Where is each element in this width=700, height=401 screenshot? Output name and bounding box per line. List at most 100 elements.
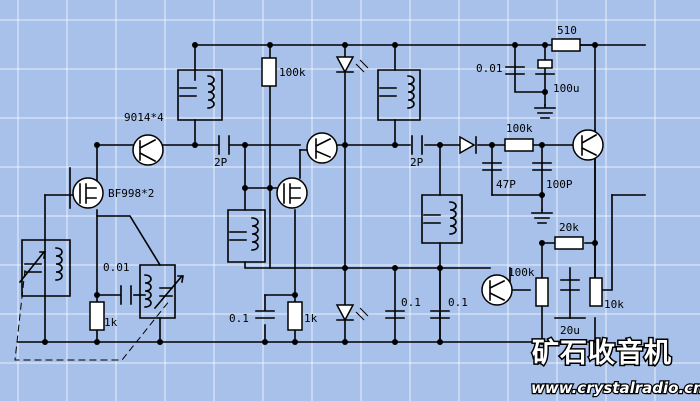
- resistor-100k-mid: [504, 138, 534, 152]
- led-bottom: [335, 304, 369, 322]
- resistor-1k-mid: [287, 301, 303, 331]
- label-2p-right: 2P: [410, 156, 424, 169]
- junction-dot: [267, 42, 273, 48]
- coil-lower-right: [423, 201, 457, 235]
- potentiometer-10k: [589, 277, 603, 307]
- label-0.1-bottom-left: 0.1: [229, 312, 249, 325]
- junction-dot: [592, 240, 598, 246]
- resistor-100k-bottom: [535, 277, 549, 307]
- capacitor-100u: [535, 59, 555, 75]
- coil-top-right: [379, 75, 415, 109]
- capacitor-47p: [482, 162, 502, 171]
- label-bf998x2: BF998*2: [108, 187, 154, 200]
- resistor-20k: [554, 236, 584, 250]
- label-1k-mid: 1k: [304, 312, 318, 325]
- diode: [459, 135, 477, 155]
- label-20k: 20k: [559, 221, 579, 234]
- coil-top-left: [179, 75, 215, 109]
- junction-dot: [242, 142, 248, 148]
- label-2p-left: 2P: [214, 156, 228, 169]
- watermark-site-name: 矿石收音机: [532, 337, 672, 369]
- label-1k-left: 1k: [104, 316, 118, 329]
- junction-dot: [392, 42, 398, 48]
- junction-dot: [94, 292, 100, 298]
- ground-symbol-mid: [531, 209, 553, 224]
- junction-dot: [342, 42, 348, 48]
- junction-dot: [192, 142, 198, 148]
- label-100k-mid: 100k: [506, 122, 533, 135]
- label-0.01-left: 0.01: [103, 261, 130, 274]
- transistor-9014-output: [572, 129, 604, 161]
- resistor-100k-top: [261, 57, 277, 87]
- junction-dot: [292, 339, 298, 345]
- mosfet-bf998-right: [276, 177, 308, 209]
- junction-dot: [539, 240, 545, 246]
- watermark: 矿石收音机 www.crystalradio.cn: [530, 336, 700, 399]
- ground-symbol-top: [534, 104, 556, 119]
- junction-dot: [94, 339, 100, 345]
- junction-dot: [192, 42, 198, 48]
- junction-dot: [342, 265, 348, 271]
- junction-dot: [242, 185, 248, 191]
- label-100p: 100P: [546, 178, 573, 191]
- junction-dot: [262, 339, 268, 345]
- junction-dot: [267, 185, 273, 191]
- junction-dot: [542, 42, 548, 48]
- label-510: 510: [557, 24, 577, 37]
- label-47p: 47P: [496, 178, 516, 191]
- junction-dot: [539, 192, 545, 198]
- capacitor-100p: [532, 162, 552, 171]
- junction-dot: [292, 292, 298, 298]
- junction-dot: [392, 339, 398, 345]
- junction-dot: [512, 42, 518, 48]
- junction-dot: [539, 339, 545, 345]
- label-20u: 20u: [560, 324, 580, 337]
- junction-dot: [342, 339, 348, 345]
- capacitor-001-left: [120, 285, 132, 305]
- junction-dot: [157, 339, 163, 345]
- junction-dot: [94, 142, 100, 148]
- capacitor-20u: [560, 279, 580, 291]
- mosfet-bf998-left: [72, 177, 104, 209]
- capacitor-2p-left: [218, 135, 230, 155]
- resistor-1k-left: [89, 301, 105, 331]
- junction-dots: [42, 42, 598, 345]
- label-100k-top: 100k: [279, 66, 306, 79]
- junction-dot: [437, 265, 443, 271]
- label-0.1-a: 0.1: [401, 296, 421, 309]
- junction-dot: [42, 339, 48, 345]
- wiring: [14, 44, 646, 361]
- capacitor-2p-right: [411, 135, 423, 155]
- label-0.01-top: 0.01: [476, 62, 503, 75]
- junction-dot: [542, 89, 548, 95]
- label-10k: 10k: [604, 298, 624, 311]
- capacitor-01-a: [385, 310, 405, 319]
- junction-dot: [437, 339, 443, 345]
- junction-dot: [437, 142, 443, 148]
- capacitor-01-b: [430, 310, 450, 319]
- label-100u: 100u: [553, 82, 580, 95]
- resistor-510: [551, 38, 581, 52]
- junction-dot: [489, 142, 495, 148]
- label-9014x4: 9014*4: [124, 111, 164, 124]
- components: [18, 38, 604, 331]
- transistor-9014-mid: [306, 132, 338, 164]
- coil-variable-left: [18, 247, 63, 284]
- capacitor-001-top: [505, 66, 525, 75]
- junction-dot: [592, 42, 598, 48]
- coil-middle: [229, 217, 259, 251]
- capacitor-01-bottom-left: [255, 310, 275, 319]
- component-labels: 510 0.01 100u 100k 9014*4 2P 2P 100k 47P…: [103, 24, 624, 337]
- label-0.1-b: 0.1: [448, 296, 468, 309]
- transistor-9014-bottom: [481, 274, 513, 306]
- junction-dot: [392, 265, 398, 271]
- coil-variable-middle: [144, 274, 184, 310]
- junction-dot: [342, 142, 348, 148]
- junction-dot: [539, 142, 545, 148]
- transistor-9014-left: [132, 134, 164, 166]
- led-top: [335, 56, 369, 74]
- label-100k-bottom: 100k: [508, 266, 535, 279]
- watermark-url: www.crystalradio.cn: [531, 379, 700, 397]
- junction-dot: [392, 142, 398, 148]
